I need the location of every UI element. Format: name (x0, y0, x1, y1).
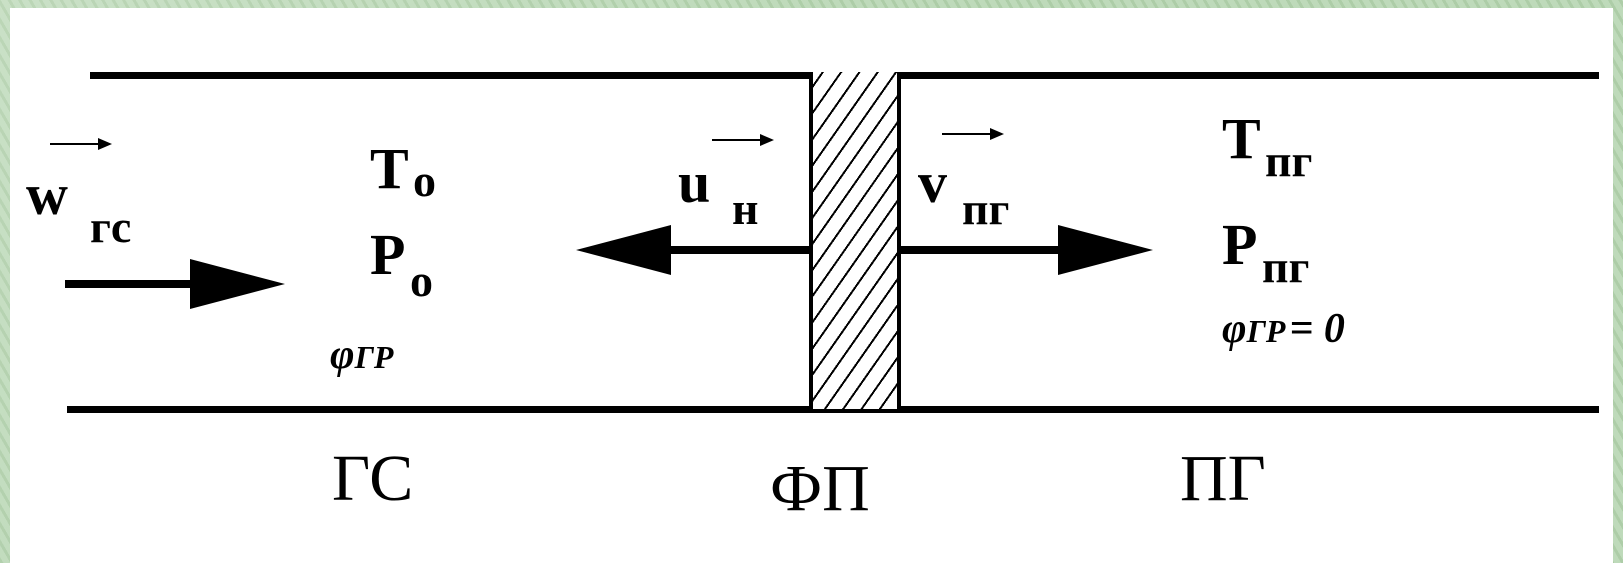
product-velocity-arrow-head (1058, 225, 1153, 275)
right-phi-label: φГР = 0 (1222, 308, 1345, 350)
inflow-symbol: w (26, 162, 68, 227)
inflow-subscript: гс (90, 201, 132, 252)
right-phi-subscript: ГР (1246, 313, 1286, 349)
inflow-arrow-head (190, 259, 285, 309)
diagram-panel: w гс T o P o φГР u н v пг T пг P пг φГР … (10, 8, 1613, 563)
left-temperature-symbol: T (370, 136, 409, 201)
vector-arrow-icon (50, 138, 112, 150)
left-phi-label: φГР (330, 334, 393, 376)
zone-label-gs: ГС (332, 442, 414, 515)
inflow-velocity-label: w (26, 166, 68, 224)
right-pressure-subscript: пг (1262, 241, 1310, 292)
burning-velocity-arrow-head (576, 225, 671, 275)
tube-bottom-wall (67, 406, 1599, 413)
vector-arrow-icon (942, 128, 1004, 140)
right-pressure-symbol: P (1222, 212, 1258, 277)
left-pressure-subscript: o (410, 255, 433, 306)
burning-velocity-symbol: u (678, 150, 711, 215)
burning-velocity-arrow-shaft (660, 246, 809, 254)
right-phi-symbol: φ (1222, 306, 1247, 352)
product-velocity-arrow-shaft (901, 246, 1071, 254)
burning-velocity-subscript: н (732, 183, 759, 234)
zone-label-pg: ПГ (1180, 442, 1266, 515)
right-temperature-symbol: T (1222, 106, 1261, 171)
left-temperature-subscript: o (413, 155, 436, 206)
vector-arrow-icon (712, 134, 774, 146)
left-pressure-symbol: P (370, 222, 406, 287)
zone-label-fp: ФП (770, 452, 870, 525)
flame-front-band (809, 72, 901, 409)
left-phi-subscript: ГР (354, 339, 394, 375)
inflow-arrow-shaft (65, 280, 205, 288)
left-phi-symbol: φ (330, 332, 355, 378)
product-velocity-symbol: v (918, 150, 947, 215)
right-temperature-subscript: пг (1265, 135, 1313, 186)
product-velocity-subscript: пг (962, 183, 1010, 234)
right-phi-value: = 0 (1289, 306, 1345, 352)
